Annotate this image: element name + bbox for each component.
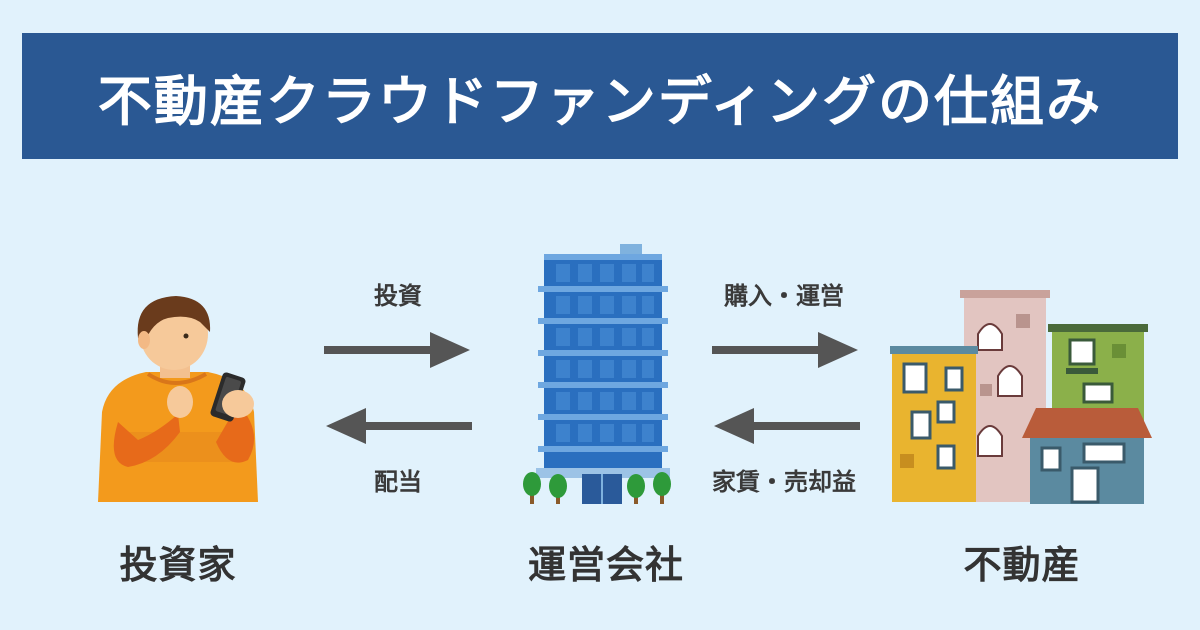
apartment-buildings-icon [890, 290, 1152, 504]
realestate-label: 不動産 [963, 543, 1081, 587]
operator-label: 運営会社 [527, 543, 684, 587]
investor-label: 投資家 [119, 543, 237, 587]
dividend-arrow [326, 408, 472, 444]
person-with-phone-icon [98, 296, 258, 502]
rent-arrow [714, 408, 860, 444]
dividend-label: 配当 [374, 468, 422, 496]
investment-arrow [324, 332, 470, 368]
office-building-icon [523, 244, 671, 504]
purchase-arrow [712, 332, 858, 368]
investment-label: 投資 [374, 282, 422, 310]
page-title: 不動産クラウドファンディングの仕組み [97, 69, 1103, 133]
rent-sale-profit-label: 家賃・売却益 [712, 468, 856, 496]
title-banner: 不動産クラウドファンディングの仕組み [22, 33, 1178, 159]
purchase-operation-label: 購入・運営 [724, 282, 844, 310]
